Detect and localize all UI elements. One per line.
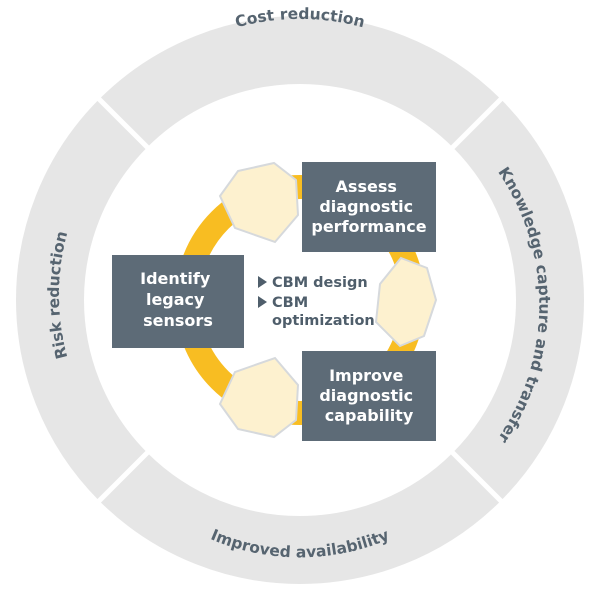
triangle-right-icon: [258, 276, 267, 288]
center-list: CBM design CBM optimization: [258, 275, 375, 329]
ring-separator-top-left: [66, 66, 154, 154]
hexagon-bottom: [218, 356, 300, 439]
box-improve-label: Improve diagnostic capability: [319, 366, 418, 425]
ring-separator-bottom-left: [66, 446, 154, 534]
box-improve-background: [302, 351, 436, 441]
box-identify-background: [112, 255, 244, 348]
box-improve: Improve diagnostic capability: [302, 351, 436, 441]
triangle-right-icon: [258, 296, 267, 308]
center-item-cbm-design: CBM design: [272, 275, 368, 291]
hexagon-right: [374, 256, 438, 348]
box-identify-label: Identify legacy sensors: [140, 269, 216, 330]
ring-separator-top-right: [446, 66, 534, 154]
center-item-cbm-optimization: CBM optimization: [272, 295, 375, 329]
ring-separators: [66, 66, 534, 534]
box-identify: Identify legacy sensors: [112, 255, 244, 348]
hexagon-top: [218, 161, 300, 244]
box-assess-label: Assess diagnostic performance: [311, 177, 426, 236]
outer-ring: [16, 16, 584, 584]
box-assess: Assess diagnostic performance: [302, 162, 436, 252]
box-assess-background: [302, 162, 436, 252]
ring-separator-bottom-right: [446, 446, 534, 534]
